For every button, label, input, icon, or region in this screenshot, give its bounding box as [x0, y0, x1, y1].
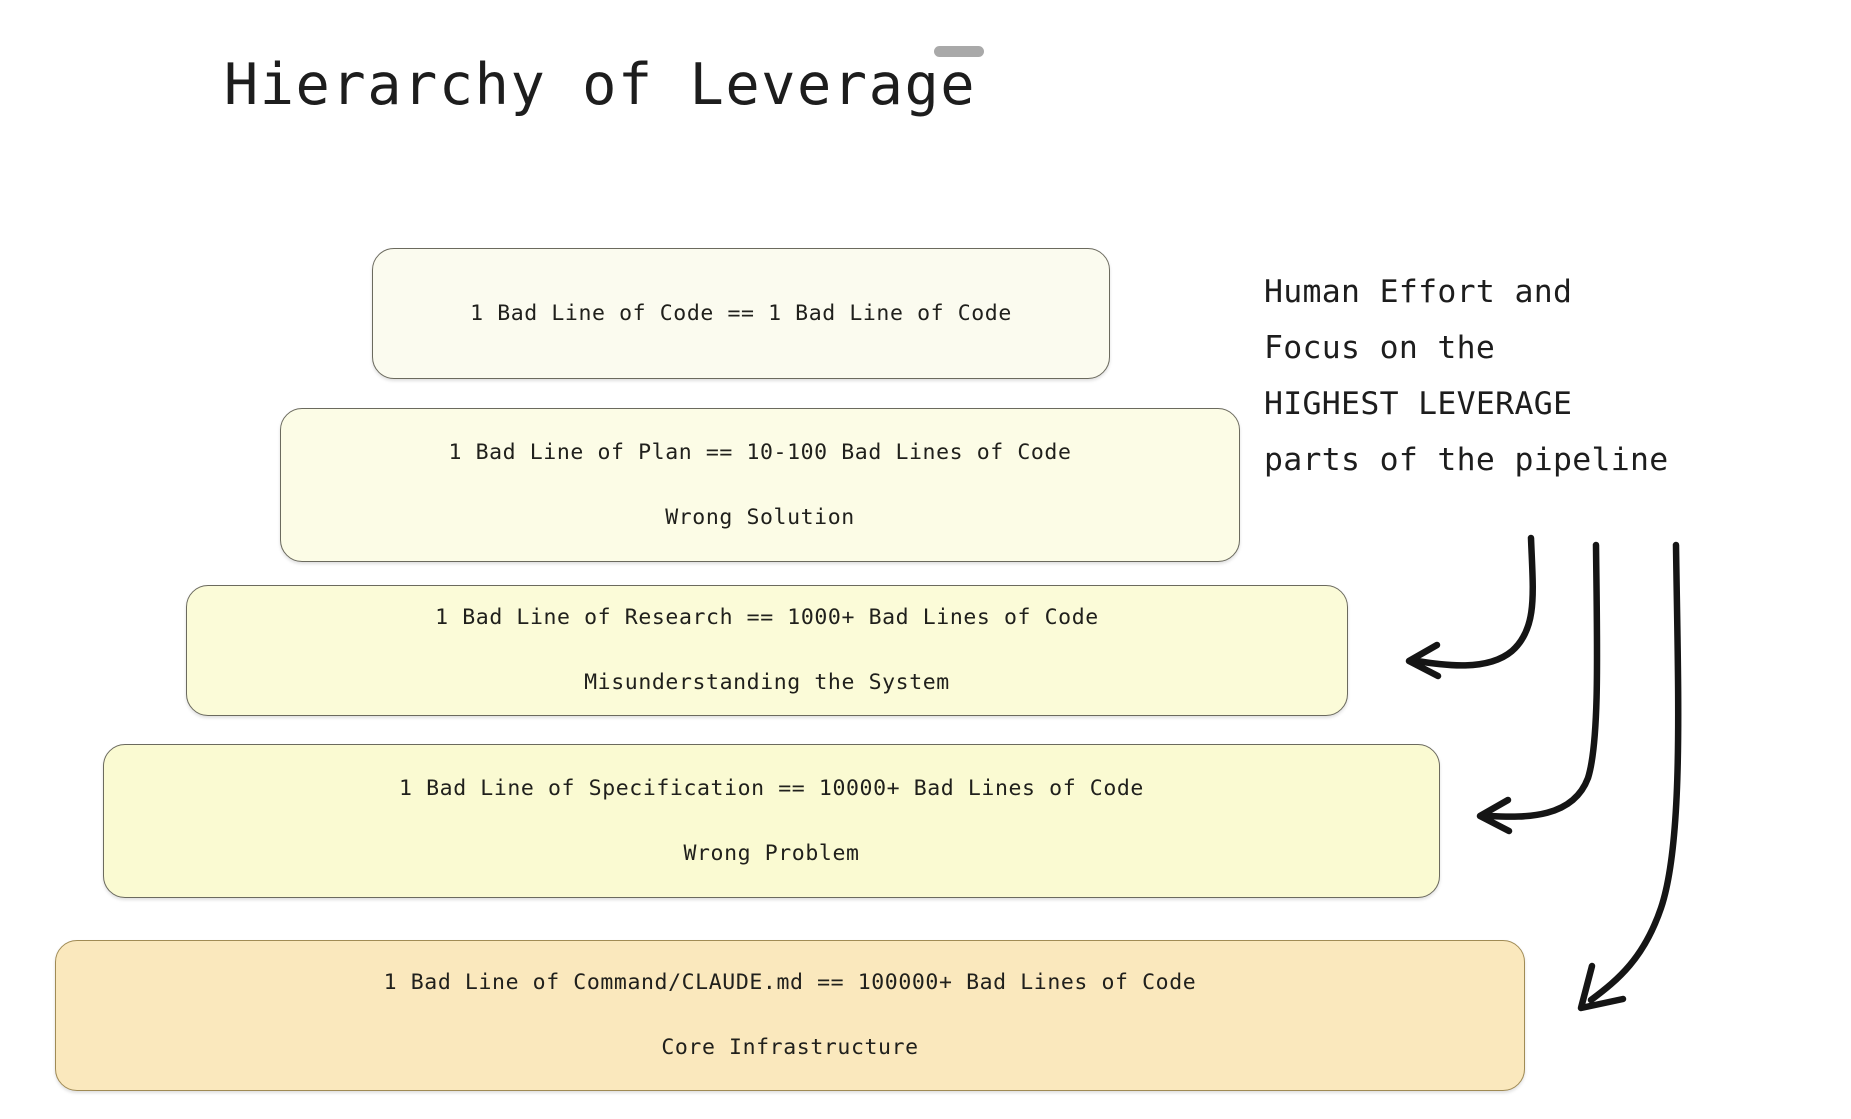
level-sub-text: Core Infrastructure — [661, 1035, 919, 1060]
arrow-1-shaft — [1413, 534, 1536, 669]
level-box-plan[interactable]: 1 Bad Line of Plan == 10-100 Bad Lines o… — [280, 408, 1240, 562]
level-main-text: 1 Bad Line of Command/CLAUDE.md == 10000… — [383, 970, 1197, 996]
drag-handle-icon[interactable] — [934, 46, 984, 57]
arrow-2-head — [1476, 796, 1513, 835]
page-title: Hierarchy of Leverage — [223, 52, 977, 118]
level-main-text: 1 Bad Line of Specification == 10000+ Ba… — [399, 775, 1144, 801]
level-sub-text: Wrong Problem — [683, 840, 860, 866]
level-box-research[interactable]: 1 Bad Line of Research == 1000+ Bad Line… — [186, 585, 1348, 716]
annotation-text: Human Effort and Focus on the HIGHEST LE… — [1264, 264, 1824, 488]
level-main-text: 1 Bad Line of Research == 1000+ Bad Line… — [435, 605, 1099, 631]
annotation-line-1: Human Effort and — [1264, 274, 1573, 310]
level-main-text: 1 Bad Line of Plan == 10-100 Bad Lines o… — [448, 439, 1072, 465]
level-main-text: 1 Bad Line of Code == 1 Bad Line of Code — [470, 300, 1012, 326]
arrow-3-shaft — [1587, 541, 1682, 1004]
annotation-line-3: HIGHEST LEVERAGE — [1264, 386, 1573, 422]
arrow-2-shaft — [1485, 541, 1601, 820]
arrow-1-head — [1405, 641, 1442, 680]
annotation-line-2: Focus on the — [1264, 330, 1496, 366]
level-sub-text: Wrong Solution — [665, 504, 855, 530]
level-box-specification[interactable]: 1 Bad Line of Specification == 10000+ Ba… — [103, 744, 1440, 898]
level-sub-text: Misunderstanding the System — [584, 670, 950, 695]
level-box-code[interactable]: 1 Bad Line of Code == 1 Bad Line of Code — [372, 248, 1110, 379]
arrow-3-head — [1577, 962, 1627, 1012]
annotation-line-4: parts of the pipeline — [1264, 442, 1669, 478]
level-box-command[interactable]: 1 Bad Line of Command/CLAUDE.md == 10000… — [55, 940, 1525, 1091]
